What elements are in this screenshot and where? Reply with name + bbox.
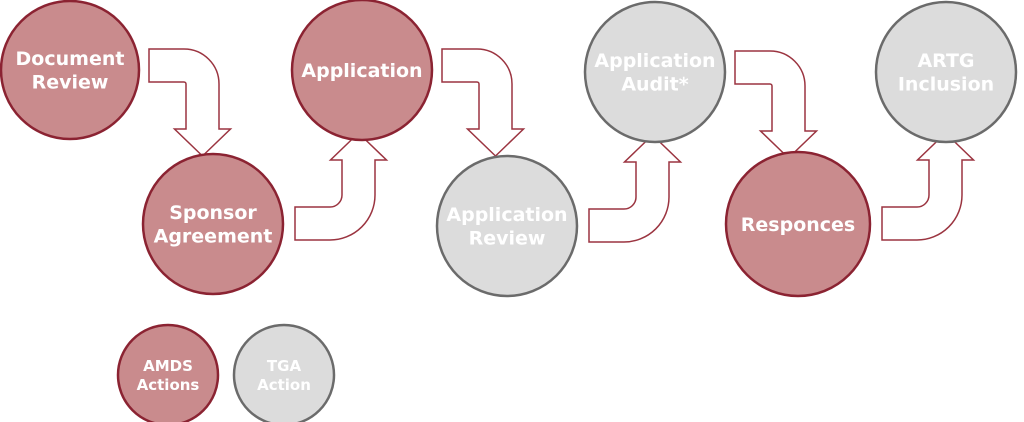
legend-item-tga-label: Action [257,376,311,394]
arrow-application-audit-to-responces [734,50,819,160]
step-sponsor-agreement-label: Agreement [154,226,273,248]
step-responces-label: Responces [741,214,855,236]
step-application-audit-circle [583,0,727,144]
step-sponsor-agreement-label: Sponsor [169,202,257,224]
step-document-review-circle [0,0,141,141]
step-application: Application [290,0,434,142]
step-sponsor-agreement-circle [141,152,285,296]
arrow-sponsor-agreement-to-application [294,131,389,241]
arrow-application-to-application-review [441,48,526,158]
arrow-application-review-to-application-audit [588,133,683,243]
step-artg-inclusion-circle [874,0,1018,144]
step-application-review-circle [435,154,579,298]
step-responces-circle [724,150,872,298]
legend-item-amds-circle [116,323,220,422]
step-application-label: Application [301,60,422,82]
step-application-review-label: Application [446,204,567,226]
legend-item-tga-label: TGA [267,357,302,375]
step-responces: Responces [724,150,872,298]
step-document-review-label: Review [32,72,109,94]
legend-item-amds-label: Actions [137,376,200,394]
legend-item-amds-label: AMDS [143,357,193,375]
step-document-review-label: Document [16,48,125,70]
legend-item-tga-circle [232,323,336,422]
step-artg-inclusion-label: Inclusion [898,74,994,96]
step-artg-inclusion-label: ARTG [917,50,974,72]
step-application-audit-label: Audit* [621,74,688,96]
arrow-document-review-to-sponsor-agreement [148,48,233,158]
step-application-circle [290,0,434,142]
arrow-responces-to-artg-inclusion [881,131,976,241]
step-application-audit-label: Application [594,50,715,72]
nodes-layer: DocumentReviewSponsorAgreementApplicatio… [0,0,1018,298]
step-application-review-label: Review [469,228,546,250]
arrows-layer [148,48,976,243]
